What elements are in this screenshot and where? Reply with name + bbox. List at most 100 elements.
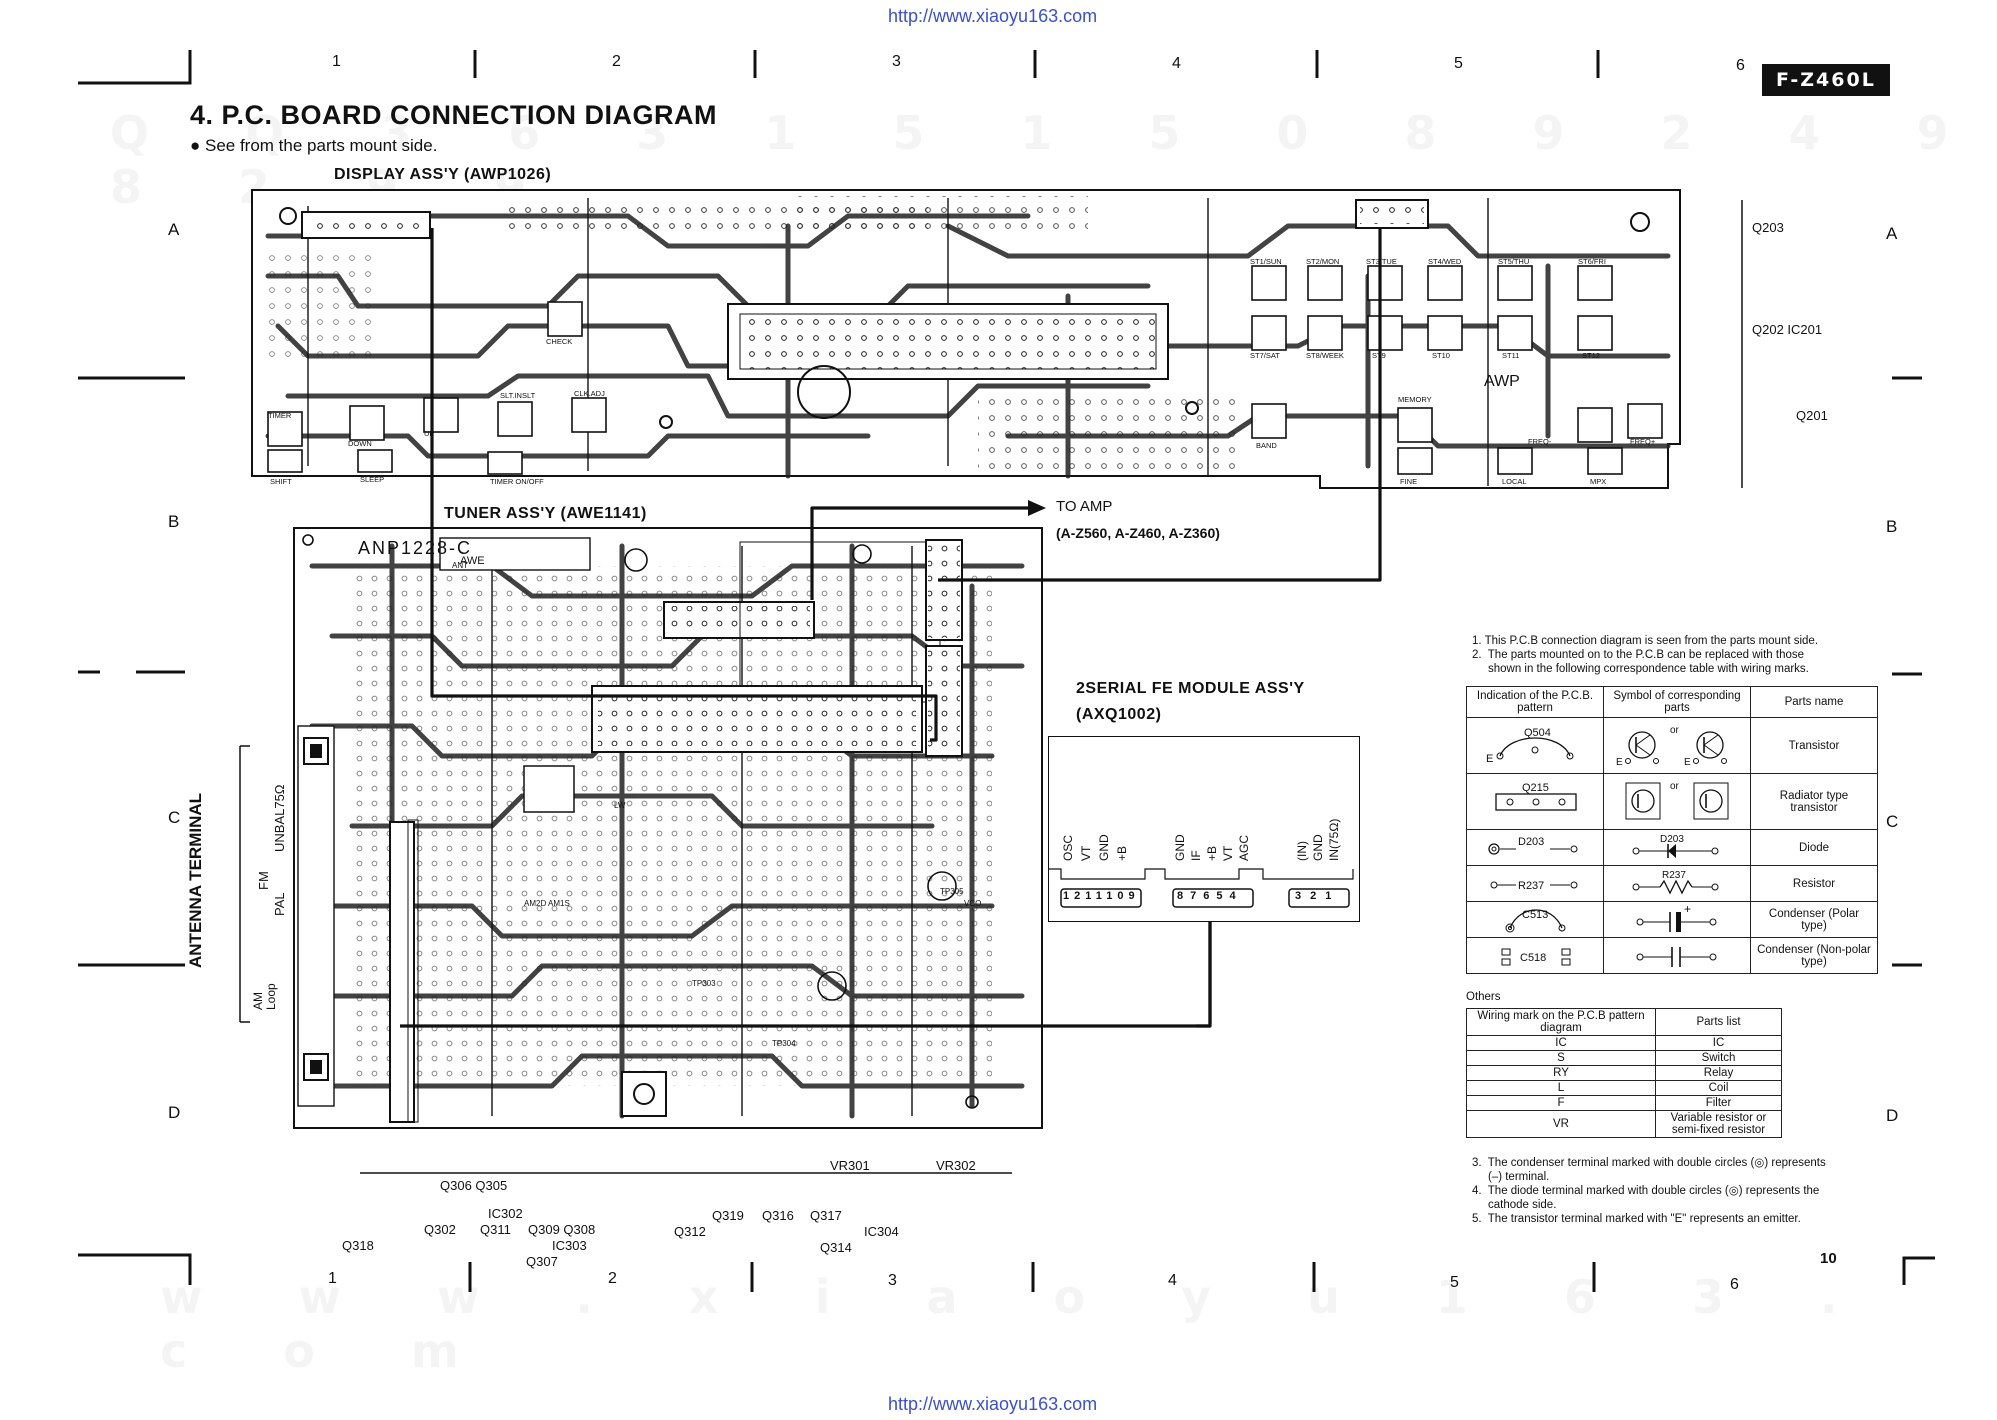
ref-vr301: VR301 <box>830 1158 870 1173</box>
corr-symbol-transistor: or E E <box>1603 717 1751 774</box>
row-letter-left-a: A <box>168 220 180 239</box>
fe-pin-nums-right: 321 <box>1295 890 1341 902</box>
others-table: Wiring mark on the P.C.B pattern diagram… <box>1466 1008 1782 1138</box>
col-num-bottom-3: 3 <box>888 1272 897 1289</box>
footer-url[interactable]: http://www.xiaoyu163.com <box>888 1394 1098 1414</box>
svg-text:ST2/MON: ST2/MON <box>1306 257 1339 266</box>
display-board: TIMER DOWN UP SLT.INSLT CLK.ADJ SHIFT SL… <box>251 189 1681 489</box>
col-num-bottom-1: 1 <box>328 1270 337 1287</box>
svg-text:CLK.ADJ: CLK.ADJ <box>574 389 605 398</box>
svg-text:ST10: ST10 <box>1432 351 1450 360</box>
col-num-bottom-5: 5 <box>1450 1274 1459 1291</box>
corr-name-diode: Diode <box>1750 829 1878 866</box>
svg-text:E: E <box>1486 753 1493 765</box>
svg-text:AWE: AWE <box>460 555 485 567</box>
svg-text:AWP: AWP <box>1484 373 1520 390</box>
svg-text:E: E <box>1616 757 1623 767</box>
label-timer: TIMER <box>268 411 292 420</box>
row-letter-right-b: B <box>1886 517 1898 536</box>
corr-pattern-c513: C513 <box>1522 909 1548 921</box>
svg-text:FREQ-: FREQ- <box>1528 437 1552 446</box>
corr-name-transistor: Transistor <box>1750 717 1878 774</box>
others-cell: S <box>1466 1050 1656 1066</box>
note-1: 1. This P.C.B connection diagram is seen… <box>1472 635 1819 647</box>
svg-text:FREQ+: FREQ+ <box>1630 437 1656 446</box>
ref-q316: Q316 <box>762 1208 794 1223</box>
display-board-label: DISPLAY ASS'Y (AWP1026) <box>334 166 552 183</box>
col-num-bottom-2: 2 <box>608 1270 617 1287</box>
header-url[interactable]: http://www.xiaoyu163.com <box>888 6 1098 26</box>
corr-symbol-polar-cap: + <box>1603 901 1751 938</box>
svg-text:ST8/WEEK: ST8/WEEK <box>1306 351 1344 360</box>
svg-text:ST7/SAT: ST7/SAT <box>1250 351 1280 360</box>
others-cell: Filter <box>1655 1095 1782 1111</box>
others-cell: RY <box>1466 1065 1656 1081</box>
svg-text:TP303: TP303 <box>692 979 716 988</box>
row-letter-left-b: B <box>168 512 180 531</box>
svg-text:or: or <box>1670 781 1680 792</box>
fe-pin-gnd2: GND <box>1173 834 1187 861</box>
others-cell: Switch <box>1655 1050 1782 1066</box>
svg-text:VCO: VCO <box>964 899 981 908</box>
ref-q311: Q311 <box>480 1222 511 1237</box>
svg-text:TP305: TP305 <box>940 887 964 896</box>
corr-name-radiator: Radiator type transistor <box>1750 773 1878 830</box>
correspondence-table: Indication of the P.C.B. pattern Symbol … <box>1466 686 1878 974</box>
corr-pattern-q504: Q504 <box>1524 727 1551 739</box>
fe-pin-in: (IN) <box>1295 841 1309 861</box>
corr-pattern-diode: D203 <box>1466 829 1604 866</box>
svg-text:CHECK: CHECK <box>546 337 572 346</box>
page-title: 4. P.C. BOARD CONNECTION DIAGRAM <box>190 100 718 130</box>
corr-pattern-c518: C518 <box>1520 952 1546 964</box>
note-4a: 4. The diode terminal marked with double… <box>1472 1185 1820 1197</box>
row-letter-right-c: C <box>1886 812 1899 831</box>
svg-text:ST1/SUN: ST1/SUN <box>1250 257 1282 266</box>
corr-pattern-r237: R237 <box>1518 880 1544 892</box>
fe-pin-agc: AGC <box>1237 834 1251 861</box>
page-subtitle: ● See from the parts mount side. <box>190 136 438 155</box>
others-cell: IC <box>1655 1035 1782 1051</box>
fe-pin-nums-mid: 87654 <box>1177 890 1243 902</box>
corr-pattern-transistor: Q504 E <box>1466 717 1604 774</box>
col-num-bottom-6: 6 <box>1730 1276 1739 1293</box>
corr-header-name: Parts name <box>1750 686 1878 718</box>
svg-text:SLT.INSLT: SLT.INSLT <box>500 391 536 400</box>
others-cell: Coil <box>1655 1080 1782 1096</box>
svg-text:FINE: FINE <box>1400 477 1417 486</box>
svg-text:ST11: ST11 <box>1502 351 1519 360</box>
corr-pattern-resistor: R237 <box>1466 865 1604 902</box>
ref-q201: Q201 <box>1796 408 1828 423</box>
note-3a: 3. The condenser terminal marked with do… <box>1472 1157 1826 1169</box>
model-badge: F-Z460L <box>1762 64 1890 96</box>
ref-q318: Q318 <box>342 1238 374 1253</box>
svg-text:SHIFT: SHIFT <box>270 477 292 486</box>
svg-text:TP304: TP304 <box>772 1039 796 1048</box>
svg-text:SLEEP: SLEEP <box>360 475 384 484</box>
ref-q312: Q312 <box>674 1224 706 1239</box>
others-header-wiring: Wiring mark on the P.C.B pattern diagram <box>1466 1008 1656 1036</box>
svg-text:D203: D203 <box>1660 834 1684 845</box>
row-letter-right-a: A <box>1886 224 1898 243</box>
col-num-top-5: 5 <box>1454 55 1463 72</box>
svg-text:UP: UP <box>424 429 434 438</box>
svg-text:DOWN: DOWN <box>348 439 372 448</box>
svg-text:LW: LW <box>614 801 626 810</box>
svg-text:R237: R237 <box>1662 870 1686 881</box>
col-num-top-3: 3 <box>892 53 901 70</box>
svg-text:MPX: MPX <box>1590 477 1606 486</box>
svg-text:TIMER ON/OFF: TIMER ON/OFF <box>490 477 544 486</box>
corr-symbol-resistor: R237 <box>1603 865 1751 902</box>
tuner-board: TP305 VCO TP304 TP303 LW AM2D AM1S ANT A… <box>293 527 1043 1129</box>
row-letter-left-d: D <box>168 1103 181 1122</box>
note-2b: shown in the following correspondence ta… <box>1472 663 1809 675</box>
notes-top: 1. This P.C.B connection diagram is seen… <box>1472 634 1892 676</box>
corr-pattern-radiator: Q215 <box>1466 773 1604 830</box>
corr-pattern-q215: Q215 <box>1522 782 1549 794</box>
ref-q203: Q203 <box>1752 220 1784 235</box>
corr-symbol-nonpolar-cap <box>1603 937 1751 974</box>
ref-ic304: IC304 <box>864 1224 899 1239</box>
svg-text:LOCAL: LOCAL <box>1502 477 1527 486</box>
svg-text:ANT: ANT <box>452 561 468 570</box>
